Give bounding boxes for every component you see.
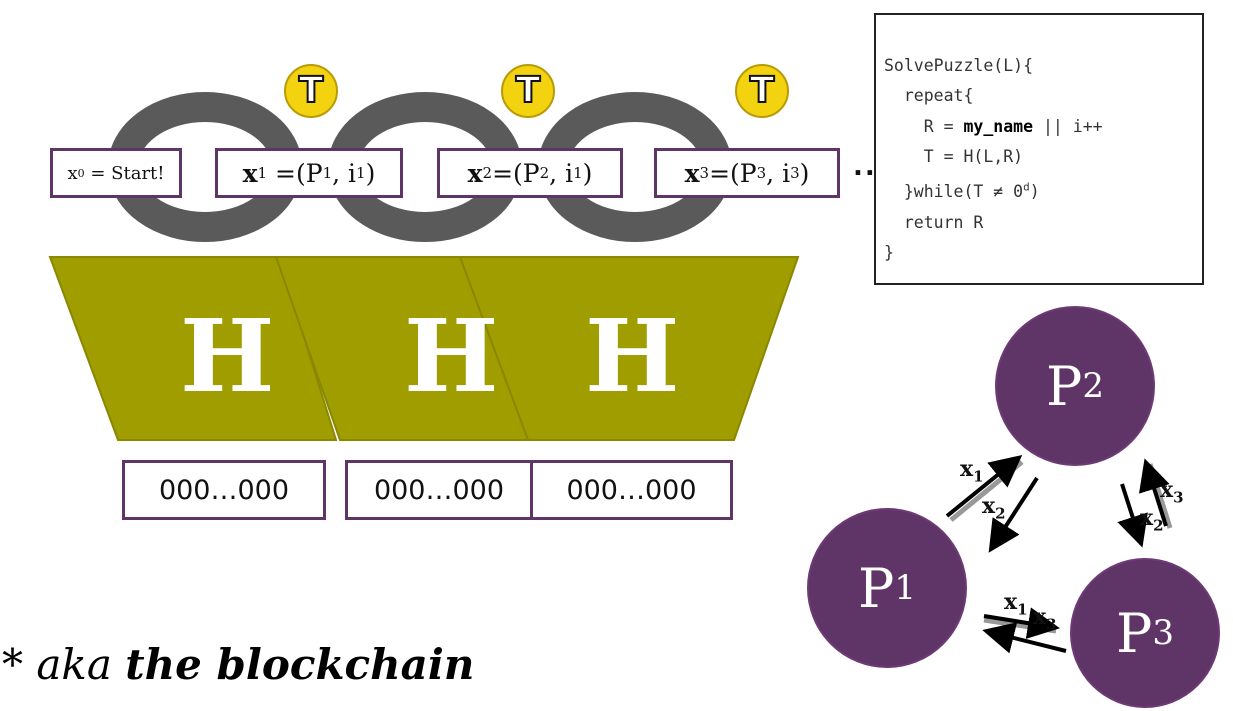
chain-ellipsis: .. <box>853 152 877 182</box>
edge-label: x3 <box>1033 604 1057 634</box>
token-icon: T <box>735 64 789 118</box>
hash-label-3: H <box>585 297 680 415</box>
hash-output-3: 000…000 <box>530 460 733 520</box>
code-line: return R <box>884 212 984 232</box>
footnote: * aka the blockchain <box>2 640 475 689</box>
edge-label: x2 <box>982 493 1006 523</box>
hash-label-1: H <box>180 297 275 415</box>
code-line: } <box>884 242 894 262</box>
hash-functions <box>48 256 800 441</box>
token-icon: T <box>501 64 555 118</box>
code-line: T = H(L,R) <box>884 147 1024 167</box>
edge-label: x1 <box>960 456 984 486</box>
code-line: repeat{ <box>884 86 974 106</box>
arrow-p3-p2 <box>1138 458 1170 527</box>
arrow-p1-p2 <box>945 454 1023 518</box>
edge-label: x3 <box>1160 477 1184 507</box>
code-line: }while(T ≠ 0d) <box>884 180 1040 202</box>
code-line: SolvePuzzle(L){ <box>884 56 1034 75</box>
arrow-p2-p1 <box>988 476 1039 553</box>
edge-label: x1 <box>1004 589 1028 619</box>
hash-shape-3 <box>458 256 800 441</box>
code-line: R = my_name || i++ <box>884 116 1103 136</box>
arrow-p1-p3 <box>983 607 1060 639</box>
hash-output-1: 000…000 <box>122 460 326 520</box>
solve-puzzle-code: SolvePuzzle(L){ repeat{ R = my_name || i… <box>874 13 1204 285</box>
hash-shape-1 <box>48 256 338 441</box>
arrow-p3-p1 <box>982 622 1067 654</box>
arrow-p2-p3 <box>1117 483 1148 548</box>
token-icon: T <box>284 64 338 118</box>
hash-label-2: H <box>404 297 499 415</box>
hash-output-2: 000…000 <box>345 460 533 520</box>
edge-label: x2 <box>1140 505 1164 535</box>
